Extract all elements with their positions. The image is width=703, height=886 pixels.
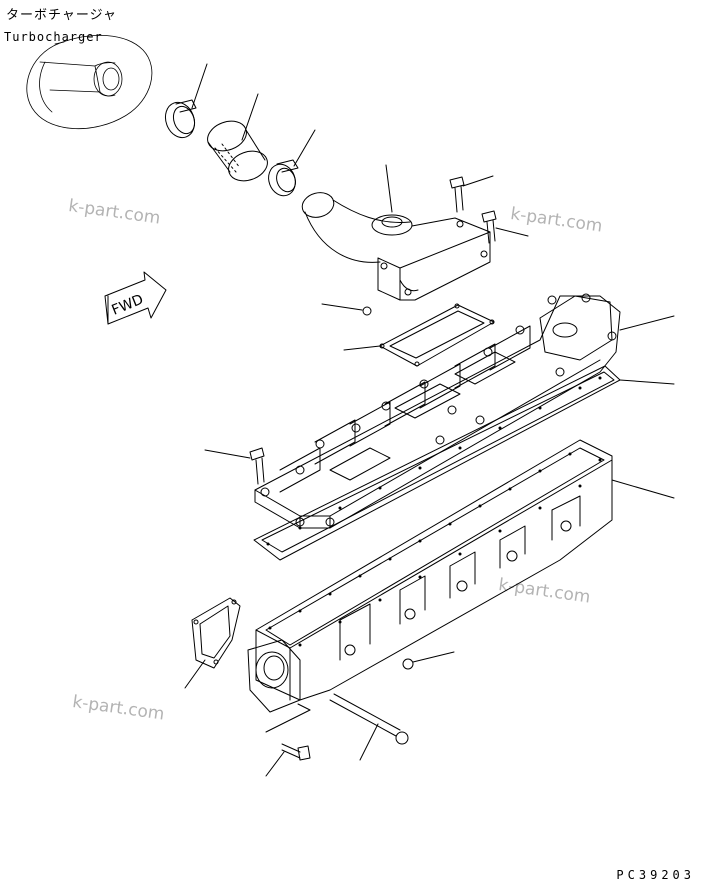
drawing-code: PC39203 xyxy=(616,868,695,882)
hose-clamp-1 xyxy=(164,63,208,139)
bolt-top-2 xyxy=(481,210,529,244)
side-bolt xyxy=(402,651,455,670)
leader-bracket xyxy=(265,703,311,733)
intake-manifold xyxy=(247,439,675,713)
fwd-label: FWD xyxy=(110,292,146,319)
fwd-arrow: FWD xyxy=(104,271,167,325)
hose-clamp-2 xyxy=(268,129,316,197)
turbocharger-outline xyxy=(26,34,153,130)
bolt-top-1 xyxy=(449,175,494,213)
long-bolt xyxy=(329,693,409,761)
small-bolt xyxy=(321,303,372,316)
connector-gasket xyxy=(343,303,495,367)
hose xyxy=(207,93,268,182)
manifold-cover xyxy=(254,293,675,529)
inlet-gasket xyxy=(184,597,241,689)
manifold-bolt xyxy=(204,447,265,485)
intake-connector xyxy=(301,164,491,301)
turbocharger-label: Turbocharger xyxy=(4,30,103,44)
manifold-gasket xyxy=(253,365,675,561)
turbocharger-label-jp: ターボチャージャ xyxy=(6,8,117,23)
bottom-bolt xyxy=(265,743,311,777)
